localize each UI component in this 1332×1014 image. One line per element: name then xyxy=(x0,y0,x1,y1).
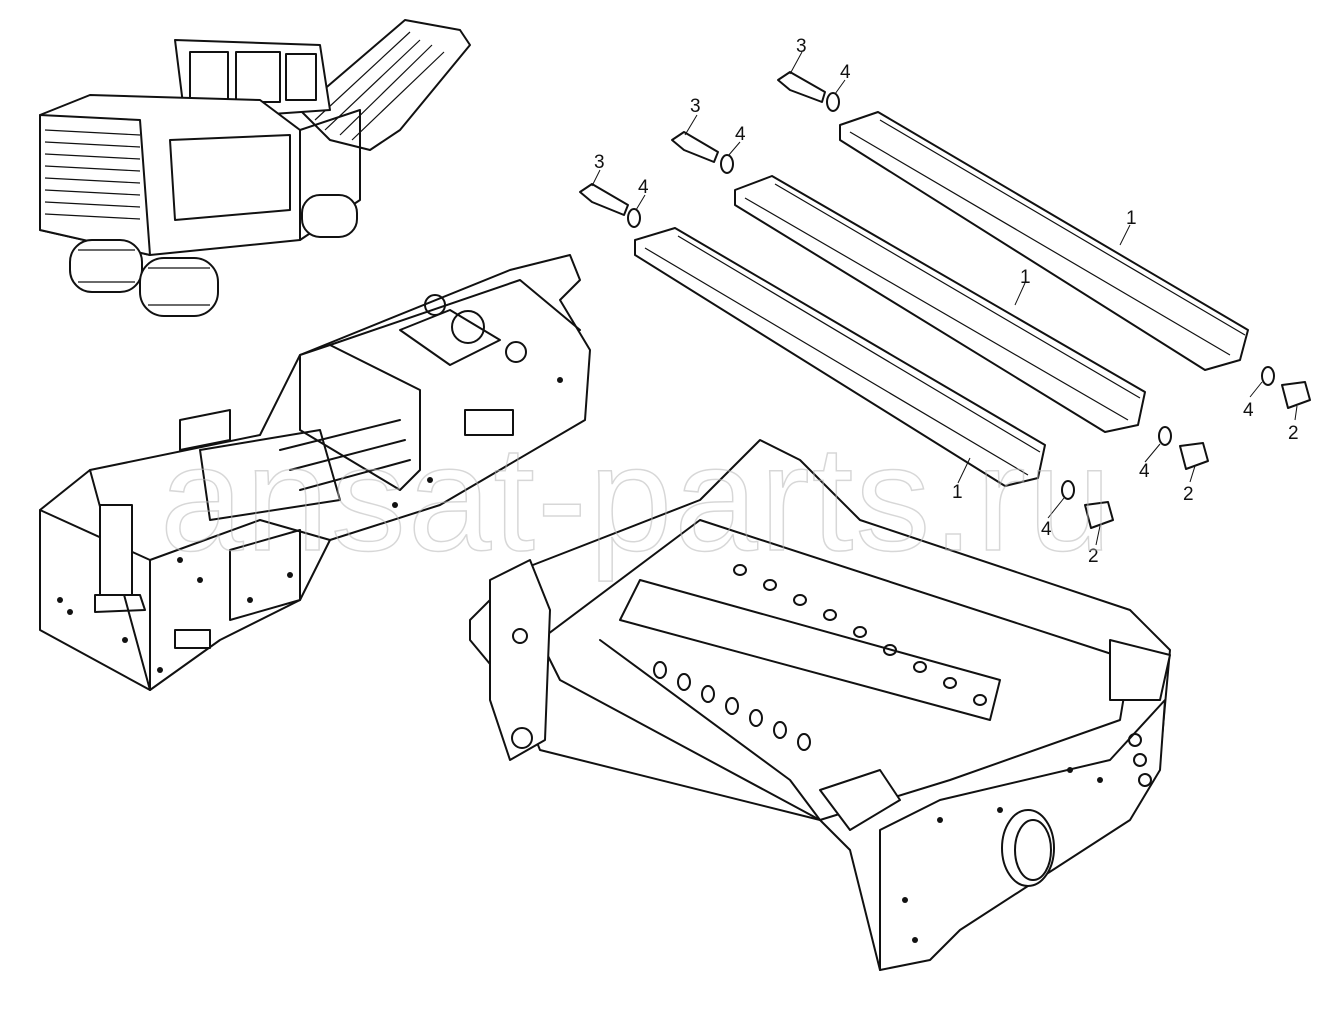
callout-2: 2 xyxy=(1088,546,1099,567)
watermark: ansat-parts.ru xyxy=(160,414,1113,582)
callout-2: 2 xyxy=(1183,484,1194,505)
callout-4: 4 xyxy=(638,177,649,198)
washer-middle-left xyxy=(720,154,734,174)
bar-bottom xyxy=(634,227,1046,487)
callout-4: 4 xyxy=(1139,461,1150,482)
washer-top-right xyxy=(1261,366,1275,386)
chassis-frame xyxy=(469,439,1171,971)
bushing-middle xyxy=(1179,442,1209,470)
bushing-bottom xyxy=(1084,501,1114,529)
callout-3: 3 xyxy=(796,36,807,57)
callout-3: 3 xyxy=(690,96,701,117)
washer-middle-right xyxy=(1158,426,1172,446)
callout-1: 1 xyxy=(1126,208,1137,229)
callout-1: 1 xyxy=(952,482,963,503)
callout-4: 4 xyxy=(840,62,851,83)
bar-top xyxy=(839,111,1249,371)
bushing-top xyxy=(1281,381,1311,409)
washer-bottom-left xyxy=(627,208,641,228)
callout-1: 1 xyxy=(1020,267,1031,288)
bar-middle xyxy=(734,175,1146,433)
washer-bottom-right xyxy=(1061,480,1075,500)
callout-3: 3 xyxy=(594,152,605,173)
pin-bottom xyxy=(579,183,629,216)
bar-set: 3 4 3 4 3 4 1 1 1 4 2 4 2 4 2 xyxy=(579,36,1311,567)
pin-top xyxy=(777,71,826,103)
washer-top-left xyxy=(826,92,840,112)
callout-4: 4 xyxy=(735,124,746,145)
machine-overview xyxy=(39,19,471,317)
callout-4: 4 xyxy=(1041,519,1052,540)
main-frame-assembly xyxy=(39,254,591,691)
pin-middle xyxy=(671,131,719,163)
callout-4: 4 xyxy=(1243,400,1254,421)
callout-2: 2 xyxy=(1288,423,1299,444)
